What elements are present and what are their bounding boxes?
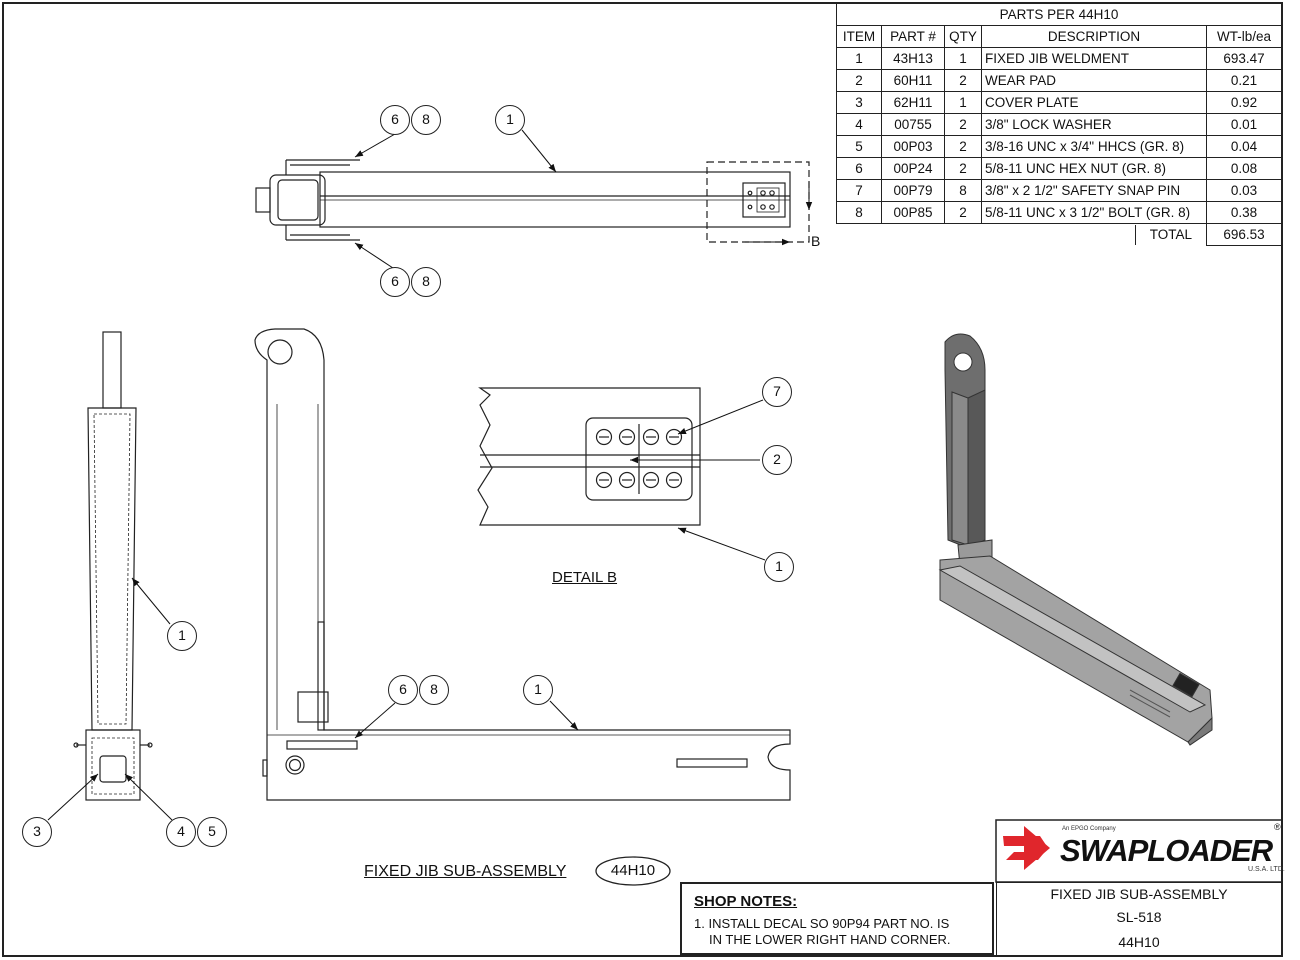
title-part-no: 44H10 bbox=[996, 930, 1282, 956]
balloon-top-6: 6 bbox=[380, 105, 410, 135]
balloon-top-8: 8 bbox=[411, 105, 441, 135]
shop-notes: SHOP NOTES: 1. INSTALL DECAL SO 90P94 PA… bbox=[680, 882, 994, 955]
detail-label: DETAIL B bbox=[552, 569, 618, 586]
total-row: TOTAL 696.53 bbox=[837, 223, 1282, 246]
balloon-topbot-8: 8 bbox=[411, 267, 441, 297]
balloon-front-item: 1 bbox=[523, 675, 553, 705]
logo-registered: ® bbox=[1274, 822, 1281, 832]
balloon-side-5: 5 bbox=[197, 817, 227, 847]
balloon-detail-7: 7 bbox=[762, 377, 792, 407]
logo-icon bbox=[1003, 826, 1050, 870]
parts-list-header: ITEM PART # QTY DESCRIPTION WT-lb/ea bbox=[836, 25, 1282, 48]
total-value: 696.53 bbox=[1206, 223, 1282, 246]
balloon-detail-1: 1 bbox=[764, 552, 794, 582]
logo-tagline: An EPGO Company bbox=[1062, 826, 1116, 832]
header-item: ITEM bbox=[836, 25, 882, 48]
title-drawing-no: SL-518 bbox=[996, 906, 1282, 931]
shop-note-line-2: IN THE LOWER RIGHT HAND CORNER. bbox=[709, 932, 951, 947]
balloon-detail-2: 2 bbox=[762, 445, 792, 475]
total-label: TOTAL bbox=[1134, 224, 1206, 245]
logo-region: U.S.A. LTD. bbox=[1248, 866, 1285, 873]
header-part: PART # bbox=[881, 25, 945, 48]
assembly-number: 44H10 bbox=[610, 862, 656, 879]
side-view-leaders bbox=[47, 577, 173, 821]
logo-brand: SWAPLOADER bbox=[1060, 833, 1273, 868]
balloon-front-8: 8 bbox=[419, 675, 449, 705]
assembly-number-oval bbox=[595, 856, 671, 886]
title-name: FIXED JIB SUB-ASSEMBLY bbox=[996, 882, 1282, 907]
front-view-leaders bbox=[354, 700, 579, 739]
side-view bbox=[73, 331, 153, 801]
section-letter: B bbox=[811, 233, 821, 249]
balloon-topbot-6: 6 bbox=[380, 267, 410, 297]
shop-note-line-1: 1. INSTALL DECAL SO 90P94 PART NO. IS bbox=[694, 916, 950, 931]
balloon-side-3: 3 bbox=[22, 817, 52, 847]
top-view-leaders bbox=[354, 129, 557, 269]
isometric-view bbox=[938, 333, 1213, 746]
detail-b-view bbox=[477, 387, 701, 526]
shop-notes-heading: SHOP NOTES: bbox=[694, 893, 798, 910]
top-view bbox=[255, 159, 810, 243]
balloon-side-item: 1 bbox=[167, 621, 197, 651]
header-weight: WT-lb/ea bbox=[1206, 25, 1282, 48]
front-view bbox=[254, 328, 791, 801]
header-description: DESCRIPTION bbox=[981, 25, 1207, 48]
balloon-front-6: 6 bbox=[388, 675, 418, 705]
parts-list-table: PARTS PER 44H10 ITEM PART # QTY DESCRIPT… bbox=[836, 3, 1282, 246]
parts-list-title: PARTS PER 44H10 bbox=[836, 3, 1282, 26]
detail-leaders bbox=[630, 399, 766, 561]
header-qty: QTY bbox=[944, 25, 982, 48]
balloon-side-4: 4 bbox=[166, 817, 196, 847]
assembly-title: FIXED JIB SUB-ASSEMBLY bbox=[364, 863, 567, 880]
balloon-top-item: 1 bbox=[495, 105, 525, 135]
